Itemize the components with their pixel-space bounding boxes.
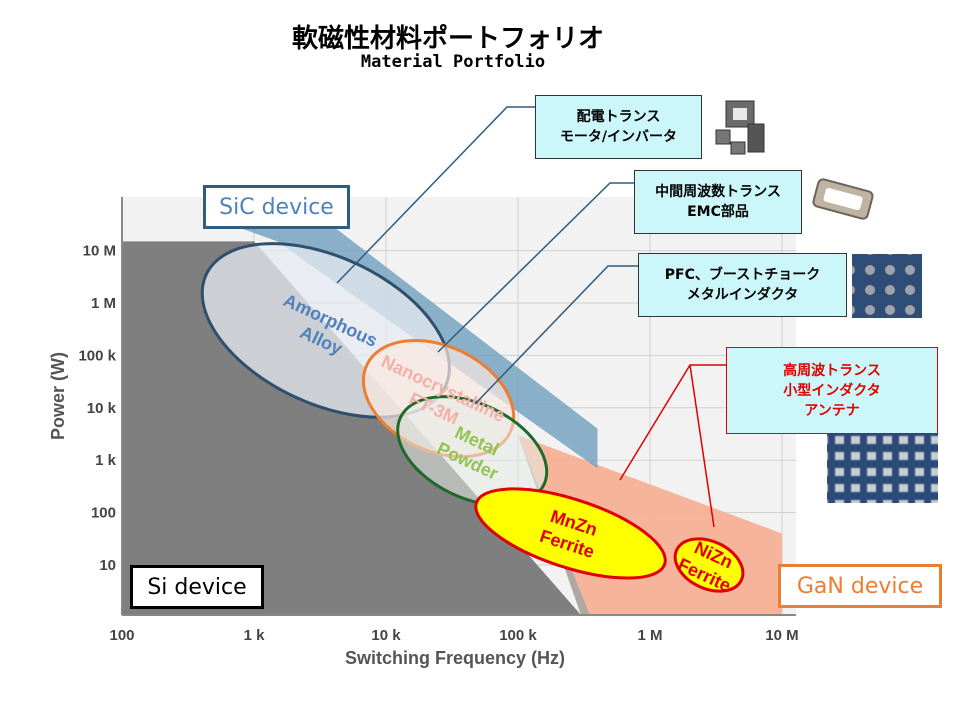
metal-powder-ellipse	[396, 395, 549, 507]
callout-intermediate-frequency: 中間周波数トランス EMC部品	[634, 170, 802, 234]
x-tick-label: 1 k	[244, 627, 266, 644]
sic-device-label: SiC device	[203, 185, 350, 229]
nizn-ferrite-ellipse	[673, 537, 745, 593]
y-tick-label: 1 M	[91, 295, 116, 312]
callout-high-frequency-transformer: 高周波トランス 小型インダクタ アンテナ	[726, 347, 938, 434]
toroid-core-photo	[801, 170, 881, 236]
leader-nizn	[689, 364, 715, 528]
y-tick-label: 10	[99, 557, 116, 574]
x-tick-label: 1 M	[637, 627, 662, 644]
y-tick-label: 100 k	[78, 347, 116, 364]
y-tick-label: 100	[91, 505, 116, 522]
y-tick-label: 1 k	[95, 452, 117, 469]
page-subtitle: Material Portfolio	[360, 52, 546, 72]
callout-pfc-boost-choke: PFC、ブーストチョーク メタルインダクタ	[638, 253, 847, 317]
callout-distribution-transformer: 配電トランス モータ/インバータ	[535, 95, 702, 159]
transformer-core-photo	[703, 95, 773, 160]
page-title: 軟磁性材料ポートフォリオ	[291, 24, 604, 54]
leader-amorphous	[336, 106, 535, 284]
x-tick-label: 10 k	[371, 627, 401, 644]
x-axis-label: Switching Frequency (Hz)	[345, 648, 565, 668]
metal-inductor-photo	[852, 254, 922, 318]
x-tick-label: 100 k	[499, 627, 537, 644]
y-tick-label: 10 k	[87, 400, 117, 417]
gan-device-label: GaN device	[778, 564, 942, 608]
x-tick-label: 100	[109, 627, 134, 644]
y-axis-label: Power (W)	[48, 352, 68, 440]
x-tick-label: 10 M	[765, 627, 798, 644]
mnzn-ferrite-ellipse	[474, 487, 667, 580]
si-device-label: Si device	[130, 565, 264, 609]
y-tick-label: 10 M	[83, 243, 116, 260]
ferrite-chip-photo	[827, 433, 938, 503]
leader-metal-powder	[474, 265, 638, 405]
leader-nanocrystalline	[437, 182, 634, 353]
